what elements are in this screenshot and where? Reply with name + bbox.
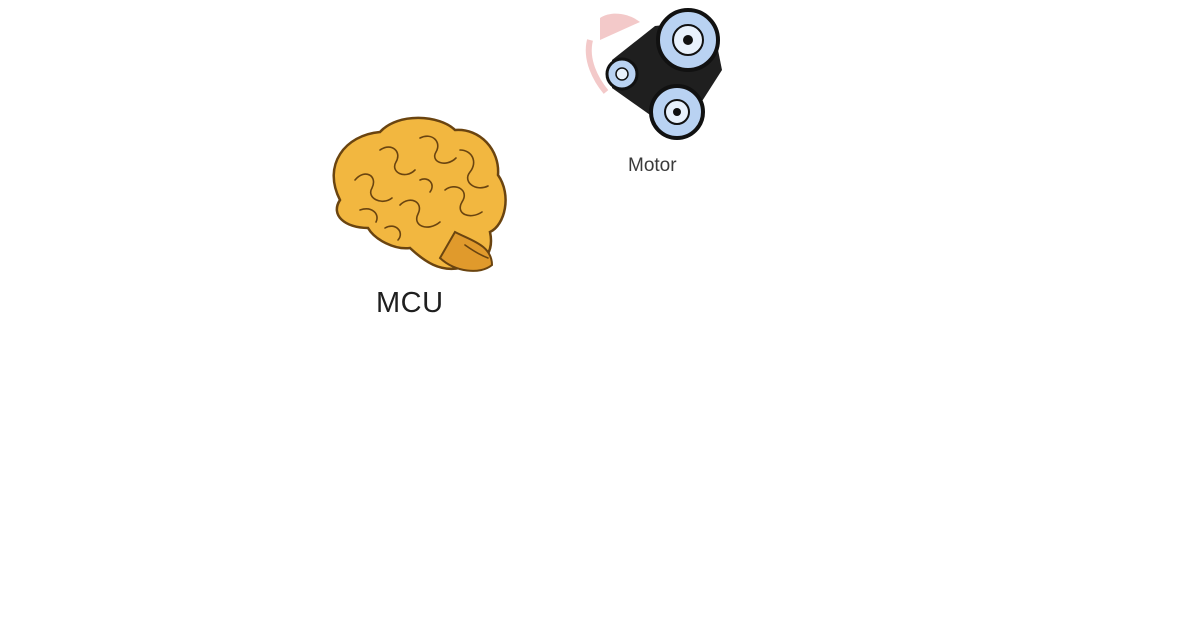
motor-pulleys-icon bbox=[585, 8, 722, 140]
motor-label: Motor bbox=[628, 155, 677, 176]
mcu-label: MCU bbox=[376, 287, 444, 319]
brain-icon bbox=[332, 116, 507, 272]
